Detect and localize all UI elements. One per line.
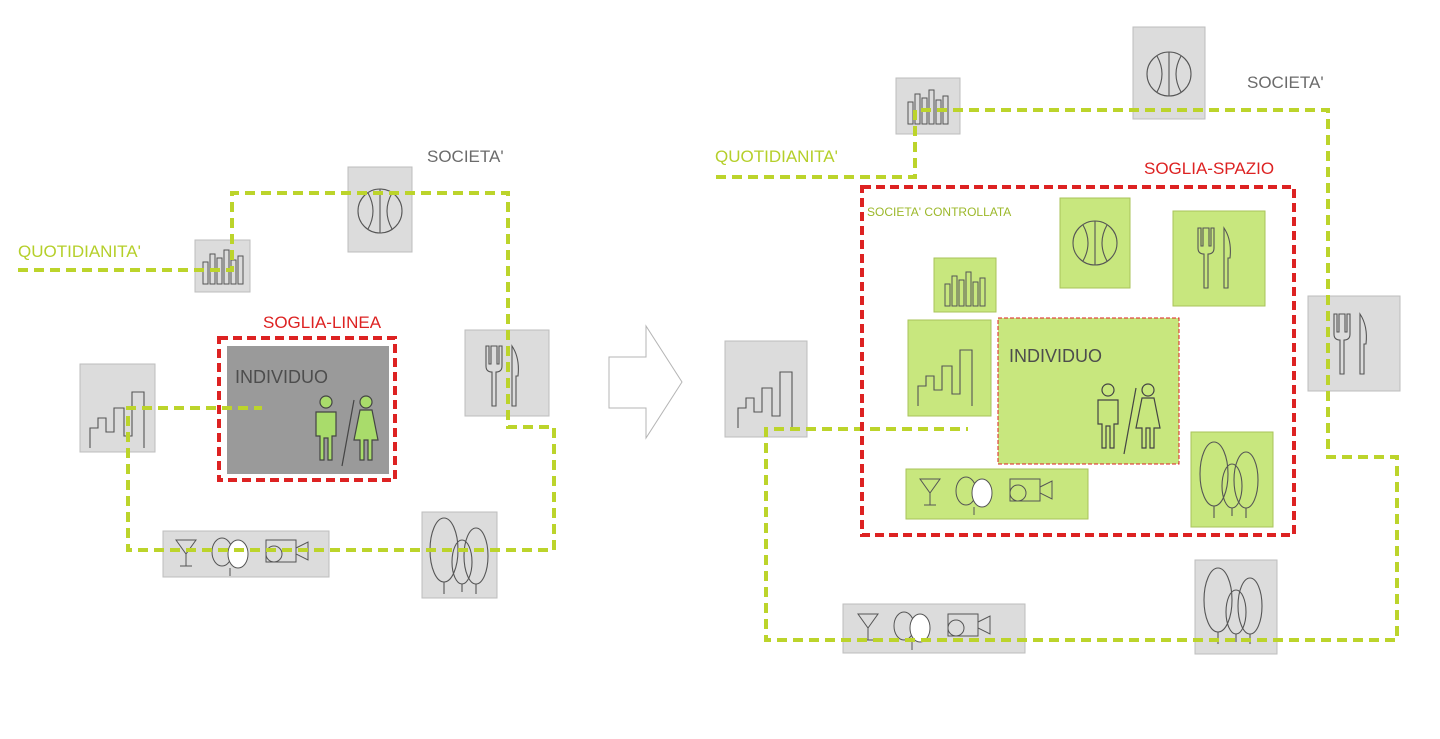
- right-tile-bars: [895, 77, 961, 135]
- left-quotidianita-path: [18, 191, 556, 552]
- right-quotidianita-label: QUOTIDIANITA': [715, 147, 838, 166]
- left-tile-trees: [421, 511, 498, 599]
- arrow-right-icon: [608, 324, 683, 440]
- right-tile-city: [724, 340, 808, 438]
- right-soglia-spazio: [860, 185, 1296, 537]
- inner-tile-leisure: [905, 468, 1089, 520]
- right-societa-controllata-label: SOCIETA' CONTROLLATA: [867, 205, 1012, 219]
- left-societa-label: SOCIETA': [427, 147, 504, 166]
- right-soglia-label: SOGLIA-SPAZIO: [1144, 159, 1275, 178]
- left-individuo-label: INDIVIDUO: [235, 367, 329, 387]
- right-societa-label: SOCIETA': [1247, 73, 1324, 92]
- inner-tile-bars: [933, 257, 997, 313]
- inner-tile-fork: [1172, 210, 1266, 307]
- right-tile-fork: [1307, 295, 1401, 392]
- right-diagram: [716, 26, 1401, 655]
- left-diagram: [18, 166, 556, 599]
- right-quotidianita-path: [716, 108, 1399, 642]
- left-soglia-linea: [217, 336, 397, 482]
- left-quotidianita-label: QUOTIDIANITA': [18, 242, 141, 261]
- right-tile-leisure: [842, 603, 1026, 654]
- right-individuo-label: INDIVIDUO: [1009, 346, 1103, 366]
- inner-tile-city: [907, 319, 992, 417]
- left-soglia-label: SOGLIA-LINEA: [263, 313, 382, 332]
